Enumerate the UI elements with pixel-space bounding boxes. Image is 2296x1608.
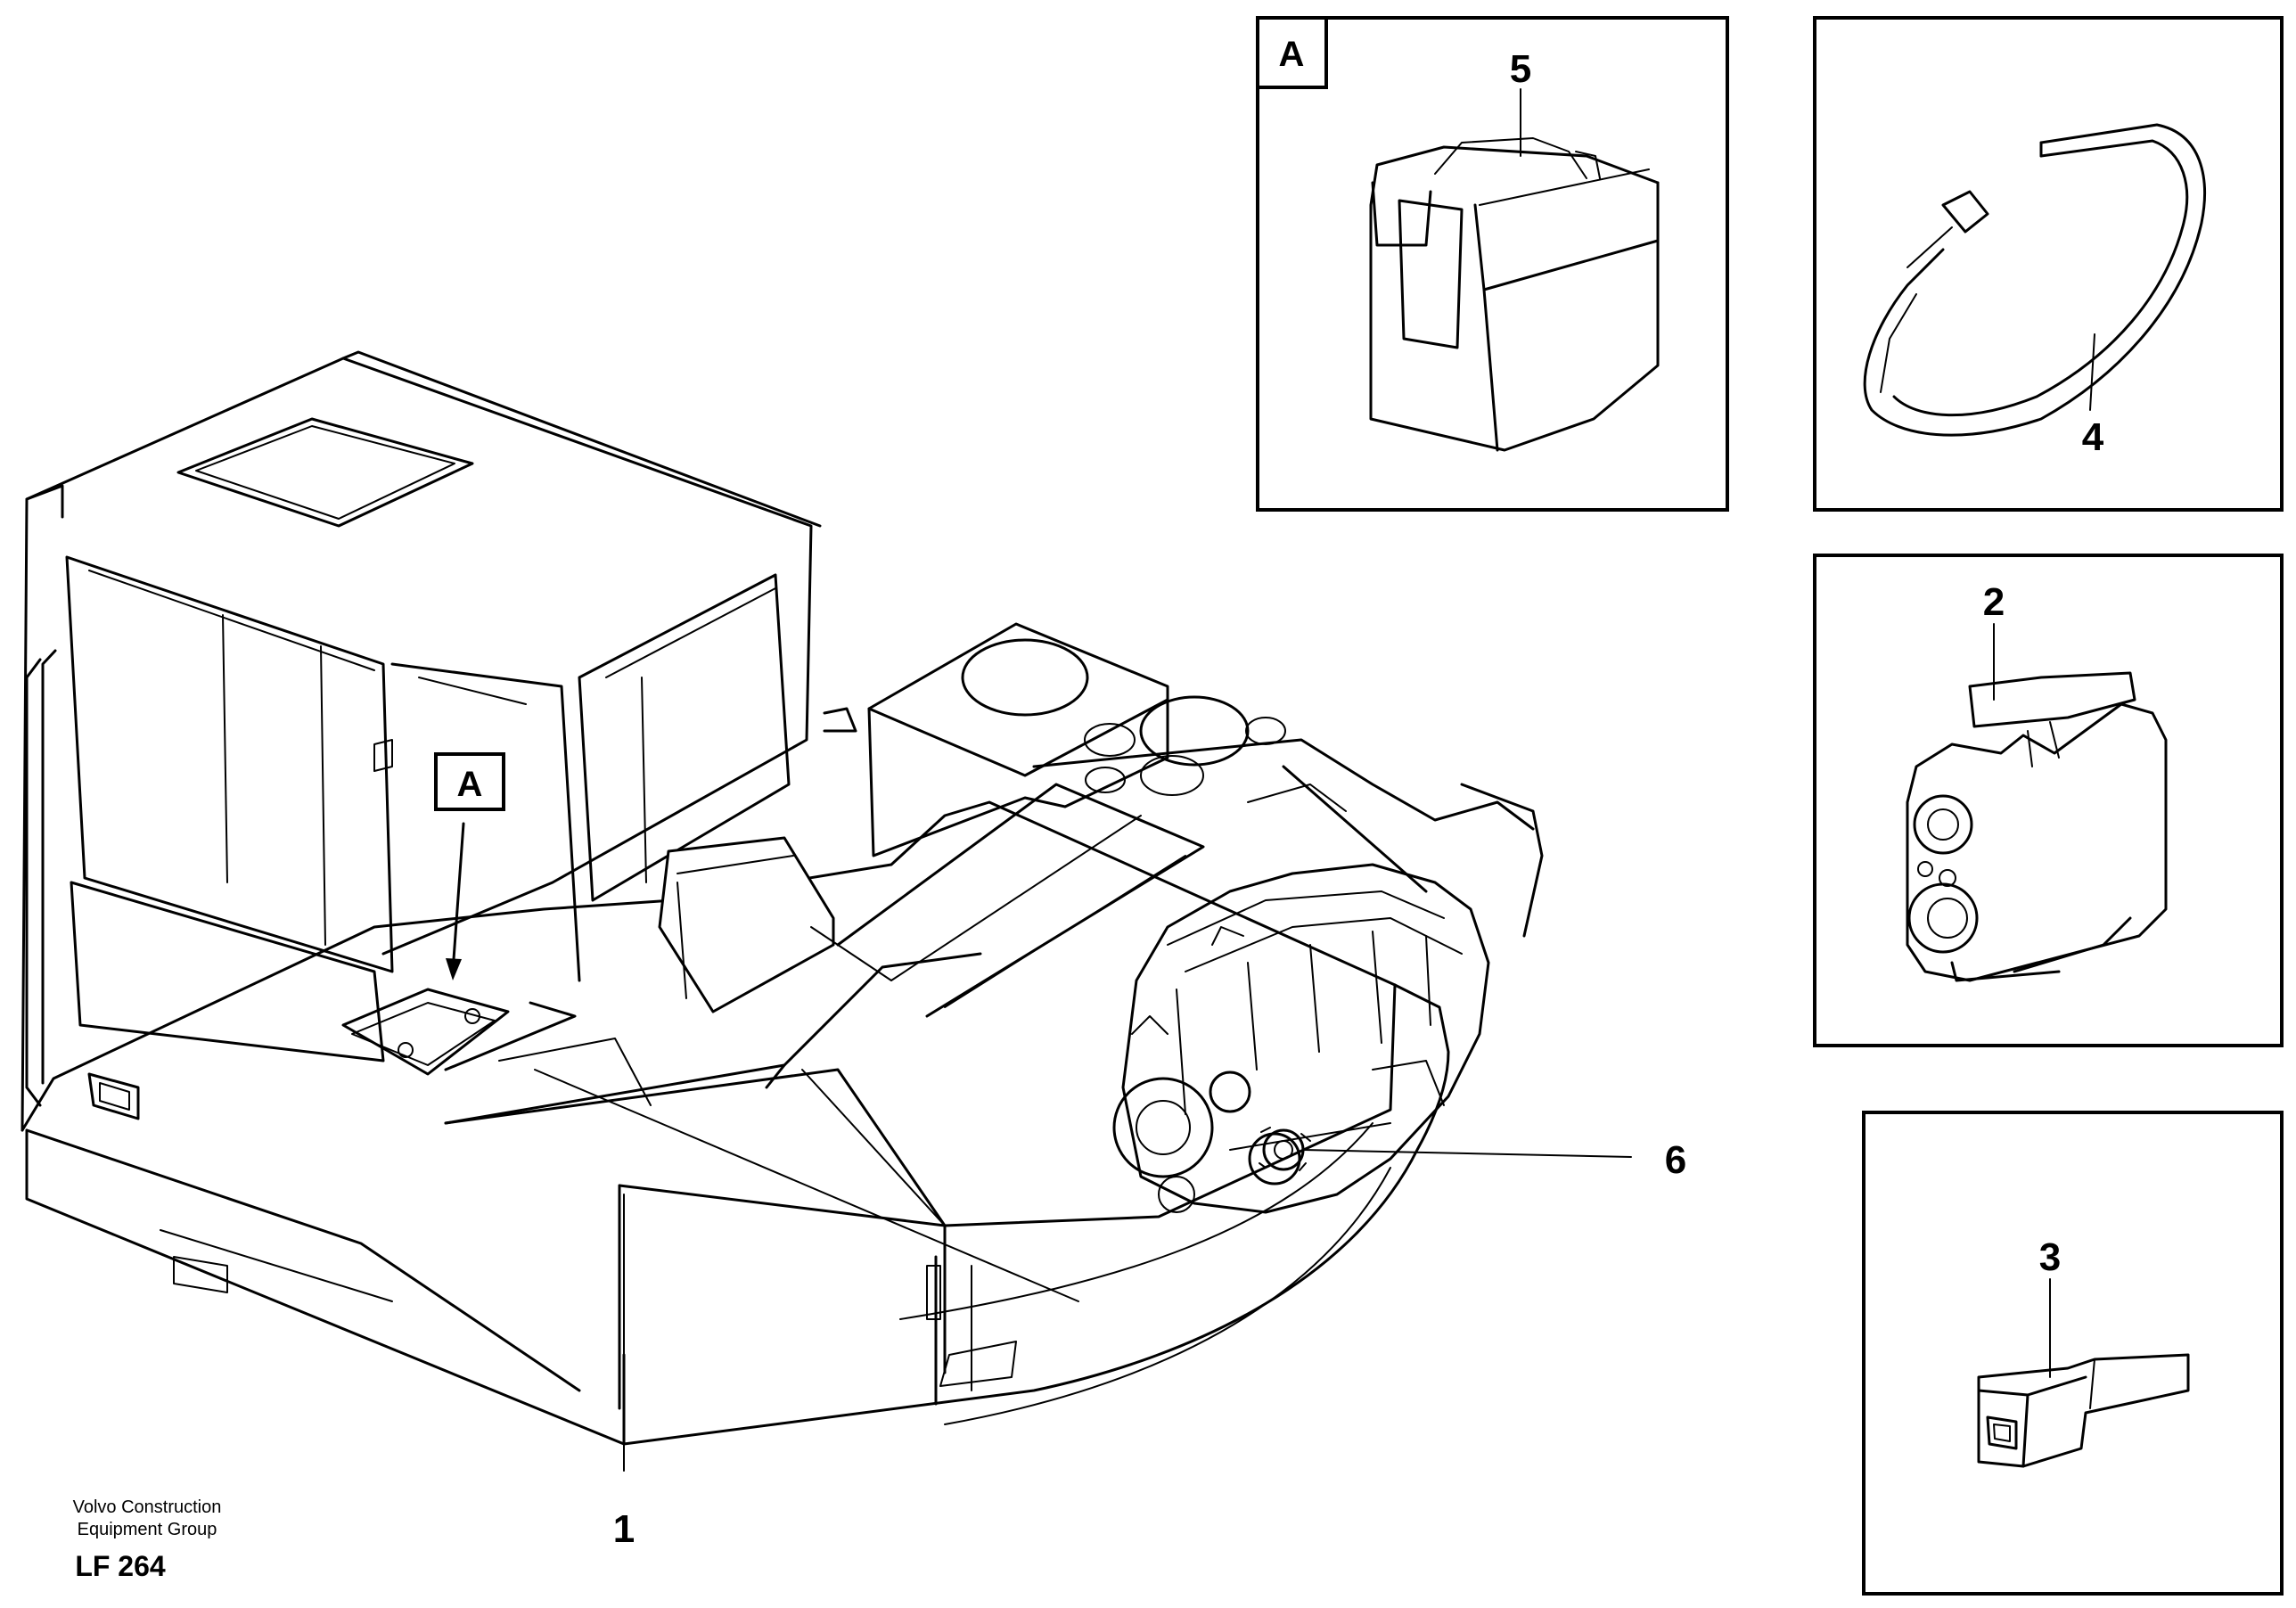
detail-panel-terminal: 3 xyxy=(1862,1111,2284,1596)
company-name-line1: Volvo Construction xyxy=(73,1497,222,1517)
operator-cab xyxy=(20,350,822,1132)
detail-marker-frame xyxy=(434,752,505,811)
detail-panel-cable-tie: 4 xyxy=(1813,16,2284,512)
terminal-part xyxy=(1977,1353,2190,1468)
cable-tie-part xyxy=(1863,123,2206,437)
detail-panel-tag-frame xyxy=(1256,16,1328,89)
detail-panel-frame xyxy=(1813,554,2284,1047)
connector-housing-part xyxy=(1906,671,2168,982)
battery-box xyxy=(658,836,835,1013)
callout-5: 5 xyxy=(1510,47,1531,91)
callout-3: 3 xyxy=(2039,1235,2061,1279)
fuse-box-part xyxy=(1369,137,1660,452)
detail-panel-frame xyxy=(1862,1111,2284,1596)
leader-line-6 xyxy=(1302,1149,1632,1158)
detail-panel-connector: 2 xyxy=(1813,554,2284,1047)
fuse-box-location xyxy=(341,988,577,1076)
detail-marker-label: A xyxy=(457,765,483,804)
detail-panel-frame xyxy=(1813,16,2284,512)
excavator-upper-structure xyxy=(20,350,1544,1446)
drawing-credit: Volvo Construction Equipment Group LF 26… xyxy=(73,1497,222,1582)
callout-4: 4 xyxy=(2082,415,2104,459)
callout-6: 6 xyxy=(1665,1138,1686,1182)
drawing-code: LF 264 xyxy=(75,1550,166,1582)
leader-line-4 xyxy=(2089,333,2095,411)
detail-marker-a: A xyxy=(434,752,505,980)
detail-panel-tag: A xyxy=(1279,35,1305,74)
hydraulic-tank-cover xyxy=(823,622,1544,938)
engine xyxy=(1112,863,1490,1214)
detail-marker-arrowhead xyxy=(446,958,462,980)
detail-panel-fuse-box: A 5 xyxy=(1256,16,1729,512)
detail-panel-frame xyxy=(1256,16,1729,512)
callout-1: 1 xyxy=(613,1507,635,1551)
alternator xyxy=(1259,1127,1311,1171)
company-name-line2: Equipment Group xyxy=(78,1520,217,1539)
detail-marker-arrow xyxy=(451,822,465,973)
callout-2: 2 xyxy=(1983,580,2005,624)
